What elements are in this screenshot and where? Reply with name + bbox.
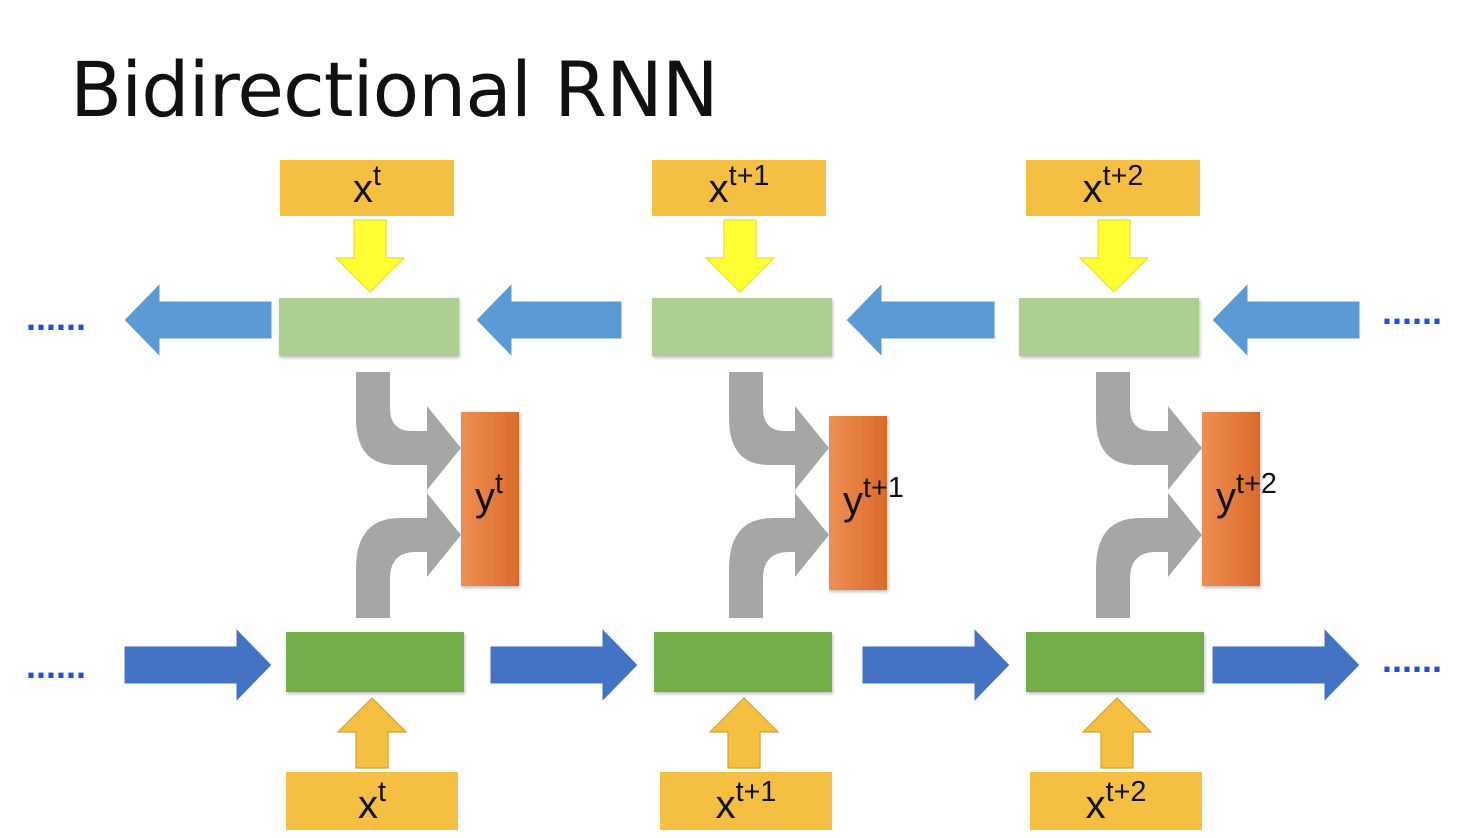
backward-arrow [845,281,996,359]
step-3-input-top-label-sup: t+2 [1103,160,1144,192]
step-1-input-bottom-label-sup: t [378,776,386,808]
step-3-backward-to-output-arrow [1096,372,1202,490]
step-1-forward-to-output-arrow [356,493,461,618]
step-1-input-bottom-arrow [336,697,408,769]
forward-arrow [861,626,1011,704]
step-2-input-top-label: xt+1 [709,160,770,211]
step-3-output-label: yt+2 [1216,468,1277,519]
step-1-input-top-label: xt [353,160,381,211]
step-1-input-top-arrow [334,219,406,293]
forward-arrow [1211,626,1361,704]
step-3-input-top-arrow [1078,219,1150,293]
step-2-backward-cell [652,298,832,356]
step-1-input-bottom-box [286,772,458,830]
step-3-input-top-box [1026,160,1200,216]
step-3-output-box [1202,412,1260,586]
step-3-input-bottom-label-base: x [1086,783,1106,827]
step-2-forward-to-output-arrow [729,493,829,618]
step-2-input-top-label-base: x [709,167,729,211]
step-3-input-bottom-label-sup: t+2 [1106,776,1147,808]
step-1-input-top-label-base: x [353,167,373,211]
ellipsis-dots: ...... [26,297,86,338]
step-1-forward-cell [286,632,464,692]
step-2-output-label-base: y [843,479,863,523]
step-2-input-bottom-box [660,772,832,830]
step-1-input-top-box [280,160,454,216]
ellipsis-dots: ...... [1382,291,1442,332]
step-3-output-label-base: y [1216,475,1236,519]
step-2-input-bottom-label-sup: t+1 [736,776,777,808]
step-1-output-label-sup: t [495,468,503,500]
step-2-backward-to-output-arrow [729,372,829,490]
step-1-output-label: yt [475,468,503,519]
forward-arrow [123,626,273,704]
step-2-input-bottom-arrow [708,697,780,769]
backward-arrow [123,281,273,359]
step-3-input-bottom-box [1030,772,1202,830]
ellipsis-dots: ...... [1382,639,1442,680]
step-3-input-bottom-label: xt+2 [1086,776,1147,827]
step-1-output-label-base: y [475,475,495,519]
step-2-input-bottom-label: xt+1 [716,776,777,827]
step-3-forward-to-output-arrow [1096,493,1202,618]
step-2-input-bottom-label-base: x [716,783,736,827]
backward-arrow [475,281,623,359]
step-3-input-top-label: xt+2 [1083,160,1144,211]
step-3-input-top-label-base: x [1083,167,1103,211]
step-1-backward-cell [279,298,459,356]
forward-arrow [489,626,639,704]
step-2-output-box [829,416,887,590]
step-2-input-top-arrow [704,219,776,293]
step-2-output-label: yt+1 [843,472,904,523]
step-3-backward-cell [1019,298,1199,356]
step-2-input-top-label-sup: t+1 [729,160,770,192]
step-2-forward-cell [654,632,832,692]
step-2-input-top-box [652,160,826,216]
step-3-forward-cell [1026,632,1204,692]
step-3-input-bottom-arrow [1081,697,1153,769]
step-1-backward-to-output-arrow [356,372,461,490]
step-3-output-label-sup: t+2 [1236,468,1277,500]
slide-title: Bidirectional RNN [70,45,719,134]
step-1-input-top-label-sup: t [373,160,381,192]
step-2-output-label-sup: t+1 [863,472,904,504]
ellipsis-dots: ...... [26,645,86,686]
step-1-output-box [461,412,519,586]
step-1-input-bottom-label-base: x [358,783,378,827]
backward-arrow [1211,281,1361,359]
step-1-input-bottom-label: xt [358,776,386,827]
